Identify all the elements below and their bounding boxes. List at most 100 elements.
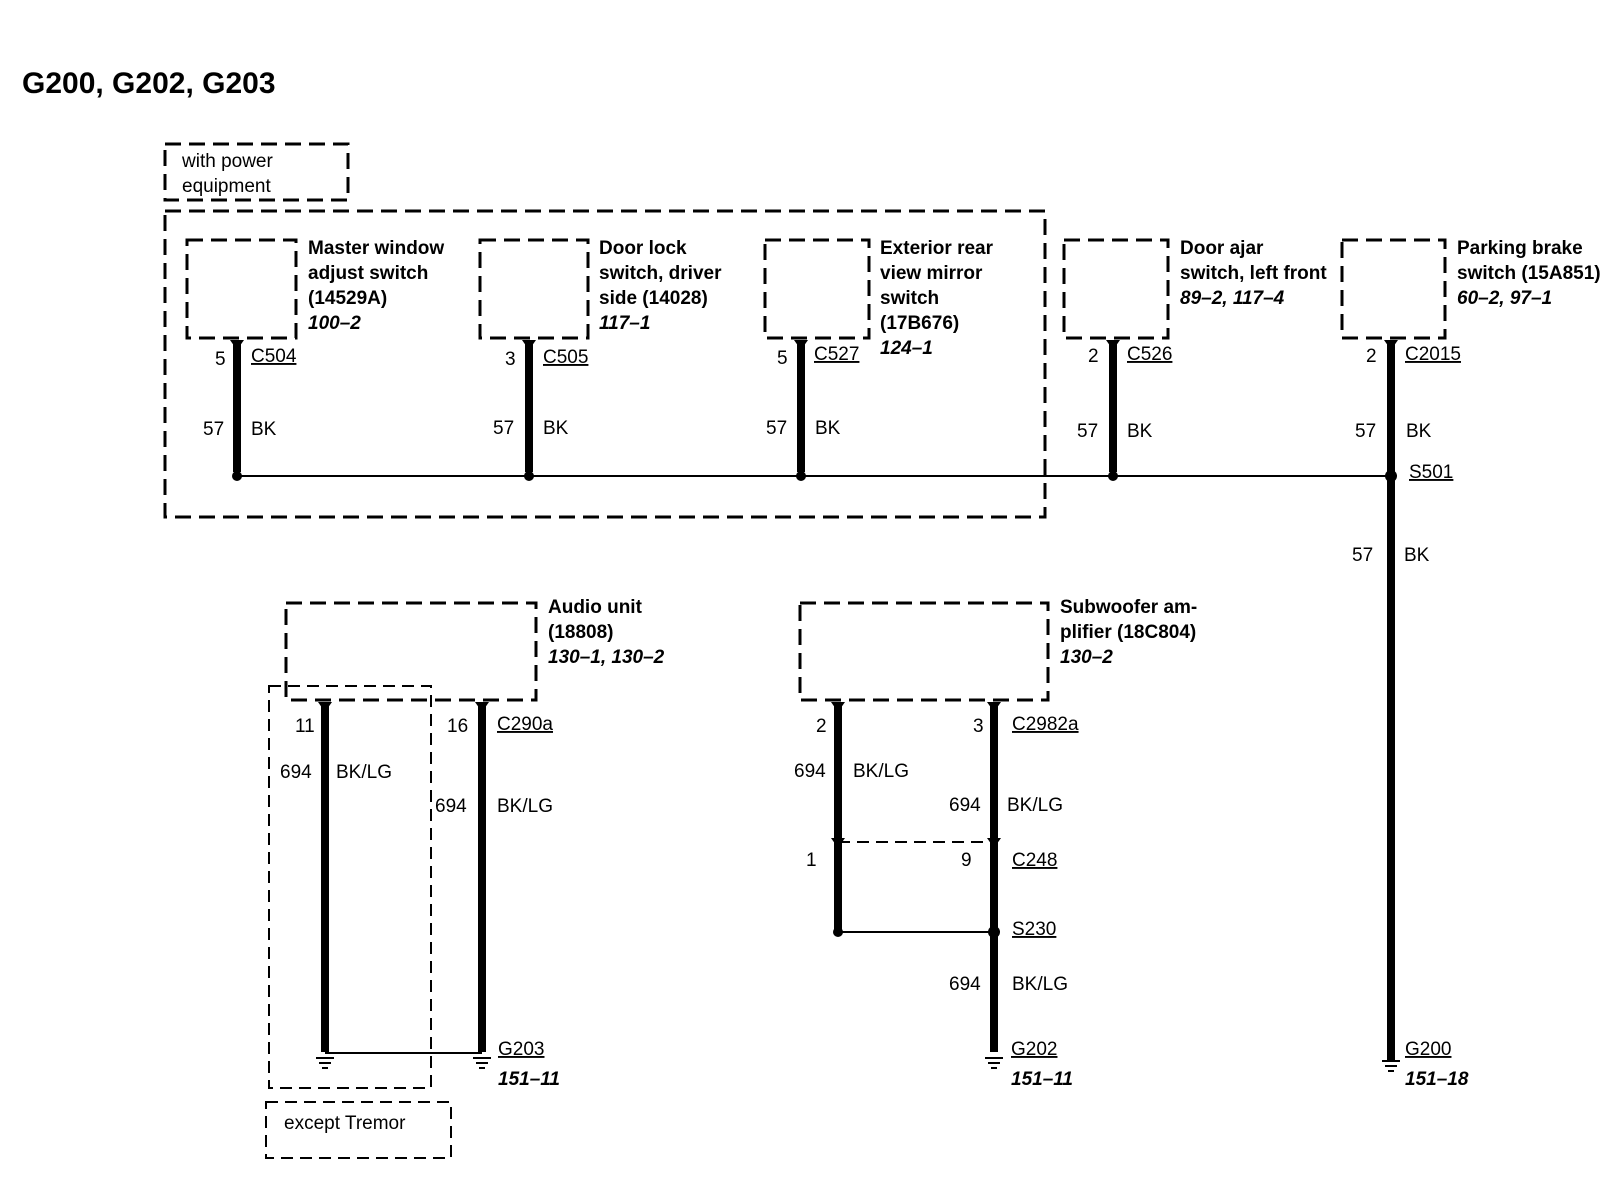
subwoofer-circuit-b: 694 [949, 795, 981, 816]
door-lock-label-2: switch, driver [599, 263, 722, 284]
mirror-circuit: 57 [766, 418, 787, 439]
splice-dot-s501 [1385, 470, 1397, 482]
ground-g200-ref: 151–18 [1405, 1069, 1469, 1090]
subwoofer-label-2: plifier (18C804) [1060, 622, 1196, 643]
connector-arrow [987, 702, 1001, 712]
parking-brake-wire-color: BK [1406, 421, 1432, 442]
parking-brake-ref: 60–2, 97–1 [1457, 288, 1552, 309]
door-lock-pin: 3 [505, 349, 516, 370]
master-window-label-3: (14529A) [308, 288, 387, 309]
audio-wire-color-b: BK/LG [497, 796, 553, 817]
door-lock-ref: 117–1 [599, 313, 650, 334]
splice-dot [232, 471, 242, 481]
door-lock-label-1: Door lock [599, 238, 687, 259]
mirror-switch-box [763, 238, 871, 340]
splice-dot [833, 927, 843, 937]
master-window-label-2: adjust switch [308, 263, 428, 284]
connector-arrow [794, 340, 808, 350]
master-window-switch: Master window adjust switch (14529A) 100… [185, 238, 444, 472]
audio-unit-label-1: Audio unit [548, 597, 643, 618]
subwoofer-pin-c: 1 [806, 850, 817, 871]
connector-arrow [230, 340, 244, 350]
ground-icon [1382, 1060, 1400, 1072]
door-ajar-label-2: switch, left front [1180, 263, 1327, 284]
master-window-wire-color: BK [251, 419, 277, 440]
door-ajar-circuit: 57 [1077, 421, 1098, 442]
splice-s501: S501 [1409, 462, 1453, 483]
door-lock-switch: Door lock switch, driver side (14028) 11… [478, 238, 722, 472]
except-tremor-area [268, 685, 432, 1089]
page-title: G200, G202, G203 [22, 67, 276, 100]
parking-brake-label-2: switch (15A851) [1457, 263, 1601, 284]
connector-arrow [1384, 340, 1398, 350]
audio-circuit-a: 694 [280, 762, 312, 783]
parking-brake-switch: Parking brake switch (15A851) 60–2, 97–1… [1340, 238, 1601, 1090]
subwoofer-amplifier-box [798, 601, 1050, 702]
subwoofer-amplifier: Subwoofer am- plifier (18C804) 130–2 2 3… [794, 597, 1197, 1090]
splice-dot-s230 [988, 926, 1000, 938]
subwoofer-pin-d: 9 [961, 850, 972, 871]
door-ajar-wire-color: BK [1127, 421, 1153, 442]
connector-arrow [522, 340, 536, 350]
door-ajar-label-1: Door ajar [1180, 238, 1264, 259]
door-ajar-pin: 2 [1088, 346, 1099, 367]
splice-dot [796, 471, 806, 481]
subwoofer-pin-a: 2 [816, 716, 827, 737]
subwoofer-wire-color-b: BK/LG [1007, 795, 1063, 816]
door-lock-circuit: 57 [493, 418, 514, 439]
master-window-label-1: Master window [308, 238, 444, 259]
mirror-label-2: view mirror [880, 263, 983, 284]
power-equipment-note-line2: equipment [182, 176, 271, 197]
mirror-switch: Exterior rear view mirror switch (17B676… [763, 238, 994, 472]
door-lock-switch-box [478, 238, 590, 340]
power-equipment-group-box [163, 209, 1047, 519]
parking-brake-connector: C2015 [1405, 344, 1461, 365]
connector-arrow [831, 838, 845, 848]
door-ajar-connector: C526 [1127, 344, 1172, 365]
connector-arrow [831, 702, 845, 712]
connector-arrow [987, 838, 1001, 848]
master-window-circuit: 57 [203, 419, 224, 440]
subwoofer-pin-b: 3 [973, 716, 984, 737]
ground-g202-ref: 151–11 [1011, 1069, 1073, 1090]
parking-brake-wire-color-2: BK [1404, 545, 1430, 566]
ground-icon [316, 1057, 334, 1069]
connector-arrow [318, 702, 332, 712]
mirror-pin: 5 [777, 348, 788, 369]
audio-unit-label-2: (18808) [548, 622, 614, 643]
subwoofer-ref: 130–2 [1060, 647, 1113, 668]
door-lock-label-3: side (14028) [599, 288, 708, 309]
audio-unit-box [284, 601, 538, 702]
except-tremor-note-box [265, 1101, 452, 1159]
parking-brake-pin: 2 [1366, 346, 1377, 367]
door-lock-wire-color: BK [543, 418, 569, 439]
master-window-pin: 5 [215, 349, 226, 370]
splice-dot [1108, 471, 1118, 481]
audio-pin-b: 16 [447, 716, 468, 737]
parking-brake-circuit: 57 [1355, 421, 1376, 442]
ground-icon [985, 1057, 1003, 1069]
parking-brake-circuit-2: 57 [1352, 545, 1373, 566]
audio-unit-ref: 130–1, 130–2 [548, 647, 665, 668]
door-ajar-switch: Door ajar switch, left front 89–2, 117–4… [1062, 238, 1327, 472]
subwoofer-wire-color-a: BK/LG [853, 761, 909, 782]
connector-arrow [475, 702, 489, 712]
connector-c248: C248 [1012, 850, 1057, 871]
audio-pin-a: 11 [295, 716, 315, 737]
ground-icon [473, 1057, 491, 1069]
subwoofer-connector: C2982a [1012, 714, 1079, 735]
parking-brake-switch-box [1340, 238, 1447, 340]
mirror-wire-color: BK [815, 418, 841, 439]
master-window-switch-box [185, 238, 298, 340]
mirror-connector: C527 [814, 344, 859, 365]
splice-dot [524, 471, 534, 481]
connector-arrow [1106, 340, 1120, 350]
power-equipment-note-line1: with power [181, 151, 273, 172]
mirror-ref: 124–1 [880, 338, 933, 359]
audio-wire-color-a: BK/LG [336, 762, 392, 783]
mirror-label-1: Exterior rear [880, 238, 994, 259]
door-ajar-ref: 89–2, 117–4 [1180, 288, 1285, 309]
door-ajar-switch-box [1062, 238, 1170, 340]
mirror-label-4: (17B676) [880, 313, 959, 334]
